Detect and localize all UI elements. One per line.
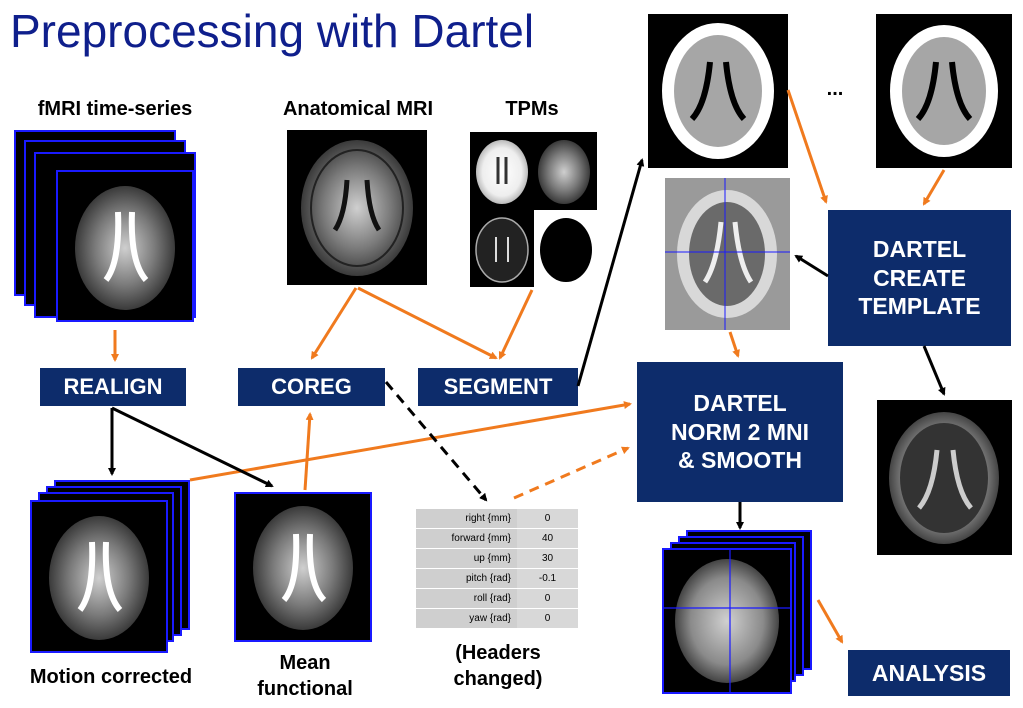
header-param-name: pitch {rad} — [416, 568, 517, 589]
header-param-value: -0.1 — [517, 568, 578, 589]
ellipsis-label: ... — [826, 78, 844, 100]
fmri-volume-front — [56, 170, 194, 322]
realign-box: REALIGN — [40, 368, 186, 406]
header-table-row: up {mm}30 — [416, 548, 578, 569]
dartel-create-template-box: DARTEL CREATE TEMPLATE — [828, 210, 1011, 346]
dartel-create-line3: TEMPLATE — [858, 293, 981, 320]
header-param-value: 0 — [517, 588, 578, 609]
arrow-seg2-to-create — [922, 169, 946, 206]
arrow-anatomical-to-coreg — [310, 287, 358, 360]
segment-box: SEGMENT — [418, 368, 578, 406]
arrow-mean-to-coreg — [303, 412, 314, 491]
arrow-headers-to-norm — [513, 446, 630, 500]
header-table-row: forward {mm}40 — [416, 528, 578, 549]
dartel-create-line2: CREATE — [873, 264, 966, 291]
arrow-coreg-to-headers — [384, 381, 488, 502]
header-table-row: right {mm}0 — [416, 509, 578, 529]
header-param-name: forward {mm} — [416, 528, 517, 549]
tpms-label: TPMs — [505, 98, 559, 120]
arrow-realign-to-mean — [111, 406, 274, 488]
coreg-box: COREG — [238, 368, 385, 406]
arrow-create-to-template — [922, 345, 946, 396]
header-param-value: 0 — [517, 608, 578, 629]
dartel-norm-line1: DARTEL — [693, 389, 787, 416]
motion-volume-front — [30, 500, 168, 653]
mean-functional-image — [234, 492, 372, 642]
mean-functional-line2: functional — [257, 678, 353, 700]
header-param-name: yaw {rad} — [416, 608, 517, 629]
tpms-images — [470, 132, 597, 287]
arrow-flow-to-norm — [728, 331, 740, 358]
page-title: Preprocessing with Dartel — [10, 5, 535, 57]
arrow-segment-to-seg1 — [576, 158, 645, 387]
header-param-name: right {mm} — [416, 509, 517, 529]
anatomical-label: Anatomical MRI — [282, 98, 434, 120]
arrow-motion-to-norm — [189, 401, 632, 482]
header-param-value: 40 — [517, 528, 578, 549]
dartel-norm-line2: NORM 2 MNI — [671, 418, 809, 445]
header-table-row: pitch {rad}-0.1 — [416, 568, 578, 589]
segmented-image-1 — [648, 14, 788, 168]
mean-functional-line1: Mean — [279, 652, 331, 674]
arrow-tpms-to-segment — [498, 289, 534, 360]
dartel-norm-smooth-box: DARTEL NORM 2 MNI & SMOOTH — [637, 362, 843, 502]
anatomical-image — [287, 130, 427, 285]
header-param-name: roll {rad} — [416, 588, 517, 609]
fmri-label: fMRI time-series — [37, 98, 193, 120]
template-image — [877, 400, 1012, 555]
arrow-seg1-to-create — [786, 89, 828, 204]
mean-functional-label: Mean functional — [240, 650, 370, 702]
header-param-value: 0 — [517, 509, 578, 529]
flow-field-image — [665, 178, 790, 330]
smoothed-volume-front — [662, 548, 792, 694]
analysis-box: ANALYSIS — [848, 650, 1010, 696]
headers-changed-label: (Headers changed) — [420, 640, 576, 692]
motion-corrected-label: Motion corrected — [29, 666, 193, 688]
arrow-smoothed-to-analysis — [816, 599, 844, 644]
header-param-name: up {mm} — [416, 548, 517, 569]
dartel-norm-line3: & SMOOTH — [678, 447, 802, 474]
arrow-anatomical-to-segment — [357, 286, 498, 360]
header-param-value: 30 — [517, 548, 578, 569]
dartel-create-line1: DARTEL — [872, 235, 967, 262]
headers-changed-line1: (Headers — [455, 642, 541, 664]
segmented-image-2 — [876, 14, 1012, 168]
header-table-row: yaw {rad}0 — [416, 608, 578, 629]
header-table-row: roll {rad}0 — [416, 588, 578, 609]
arrow-create-to-flow — [794, 254, 829, 278]
headers-changed-line2: changed) — [453, 668, 543, 690]
